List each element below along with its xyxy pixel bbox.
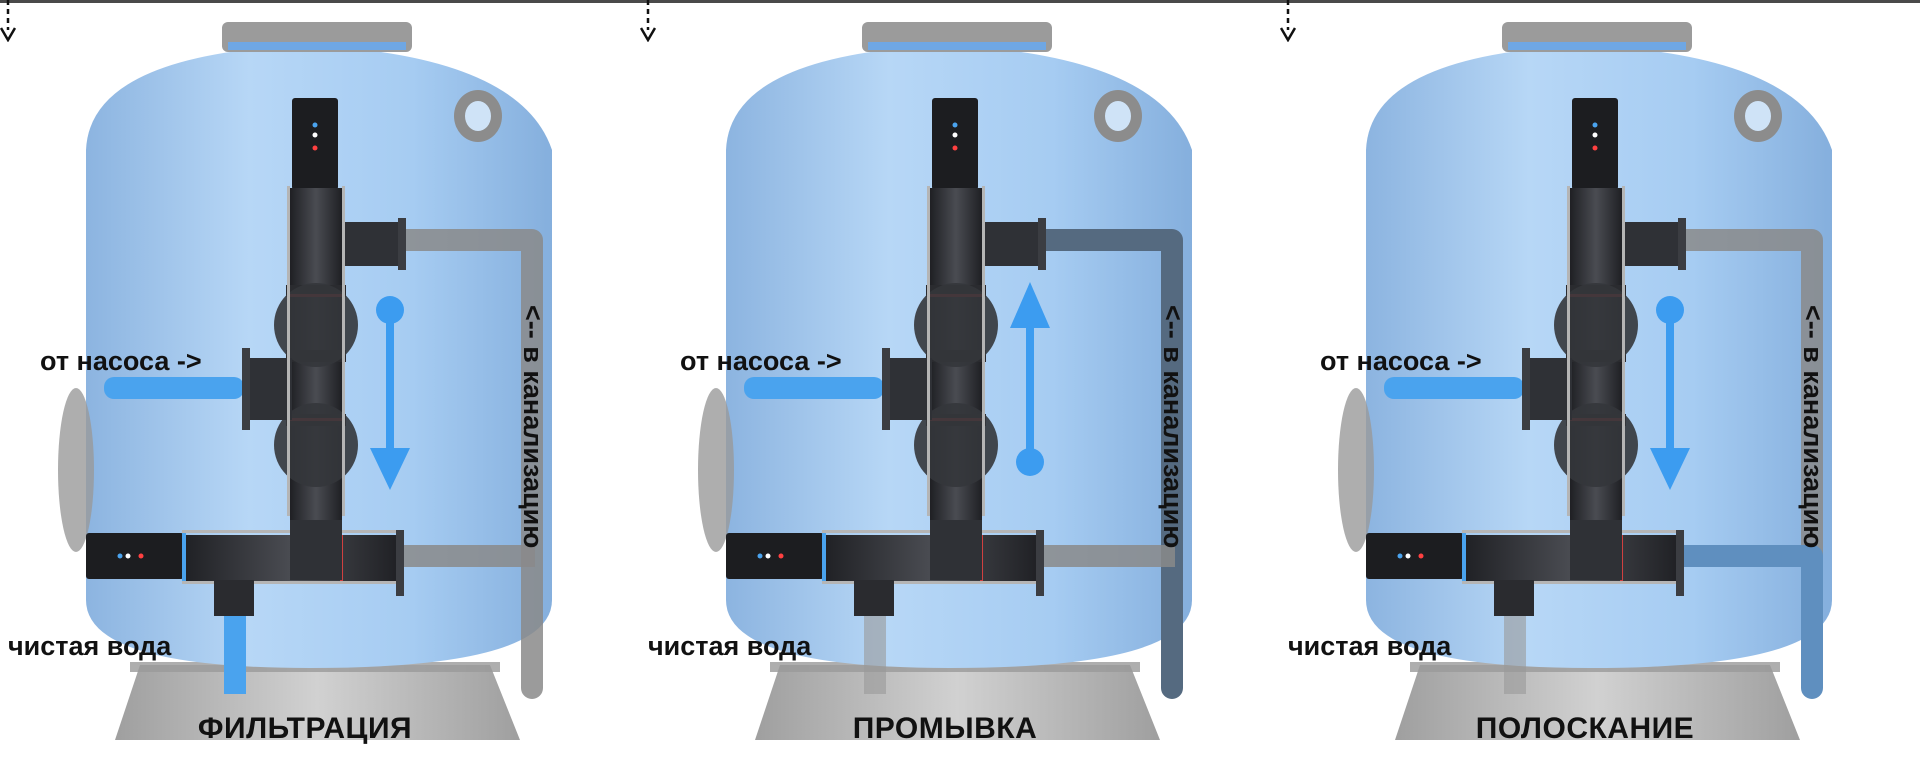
drain-pipe [389,229,543,699]
valve-side-inlet [1524,358,1572,420]
clean-water-label: чистая вода [8,631,172,661]
filter-tank-illustration [698,22,1192,740]
valve-upper-outlet [342,222,406,266]
mode-panel-3: от насоса -> чистая вода <-- в канализац… [1280,0,1920,760]
valve-lower-actuator [86,533,184,579]
flow-arrow-icon [1650,296,1690,490]
valve-upper-outlet [1622,222,1686,266]
valve-actuator-top [1572,98,1618,190]
drain-pipe [1669,229,1823,571]
clean-water-label: чистая вода [648,631,812,661]
tank-side-hatch [58,388,94,552]
tank-base [115,665,520,740]
valve-disc-lower [914,403,998,487]
tank-base [1395,665,1800,740]
drain-label: <-- в канализацию [518,305,548,549]
valve-lower-actuator [1366,533,1464,579]
mode-title: ПОЛОСКАНИЕ [1475,712,1695,745]
dashed-down-arrow-icon [640,0,656,42]
valve-side-inlet [884,358,932,420]
valve-lower-center-tee [290,520,342,580]
valve-side-inlet [244,358,292,420]
top-border-line [0,0,1920,3]
valve-bottom-outlet [214,580,254,616]
valve-actuator-top [292,98,338,190]
flow-arrow-icon [370,296,410,490]
inlet-pipe [744,377,884,399]
valve-bottom-outlet [1494,580,1534,616]
inlet-pipe [104,377,244,399]
valve-disc-upper [1554,283,1638,367]
valve-disc-lower [1554,403,1638,487]
clean-water-pipe [1504,598,1526,694]
valve-upper-outlet [982,222,1046,266]
valve-disc-lower [274,403,358,487]
valve-actuator-top [932,98,978,190]
inlet-pipe [1384,377,1524,399]
tank-lid-ring [868,42,1046,50]
filter-tank-illustration [58,22,552,740]
dashed-down-arrow-icon [0,0,16,42]
valve-lower-actuator [726,533,824,579]
from-pump-label: от насоса -> [1320,346,1482,376]
tank-lid-ring [228,42,406,50]
valve-lower-center-tee [930,520,982,580]
clean-water-pipe [864,598,886,694]
drain-pipe [1029,229,1183,699]
from-pump-label: от насоса -> [40,346,202,376]
clean-water-label: чистая вода [1288,631,1452,661]
valve-disc-upper [274,283,358,367]
mode-title: ПРОМЫВКА [852,712,1038,745]
tank-base [755,665,1160,740]
from-pump-label: от насоса -> [680,346,842,376]
valve-disc-upper [914,283,998,367]
rinse-outlet-pipe [400,545,535,567]
dashed-down-arrow-icon [1280,0,1296,42]
valve-lower-center-tee [1570,520,1622,580]
mode-panel-1: от насоса -> чистая вода <-- в канализац… [0,0,640,760]
mode-panel-2: от насоса -> чистая вода <-- в канализац… [640,0,1280,760]
tank-side-hatch [1338,388,1374,552]
tank-side-hatch [698,388,734,552]
rinse-outlet-pipe [1680,545,1815,567]
valve-bottom-outlet [854,580,894,616]
drain-label: <-- в канализацию [1798,305,1828,549]
mode-title: ФИЛЬТРАЦИЯ [197,712,413,745]
filter-tank-illustration [1338,22,1832,740]
clean-water-pipe [224,598,246,694]
flow-arrow-icon [1010,282,1050,476]
drain-label: <-- в канализацию [1158,305,1188,549]
tank-lid-ring [1508,42,1686,50]
rinse-outlet-pipe [1040,545,1175,567]
